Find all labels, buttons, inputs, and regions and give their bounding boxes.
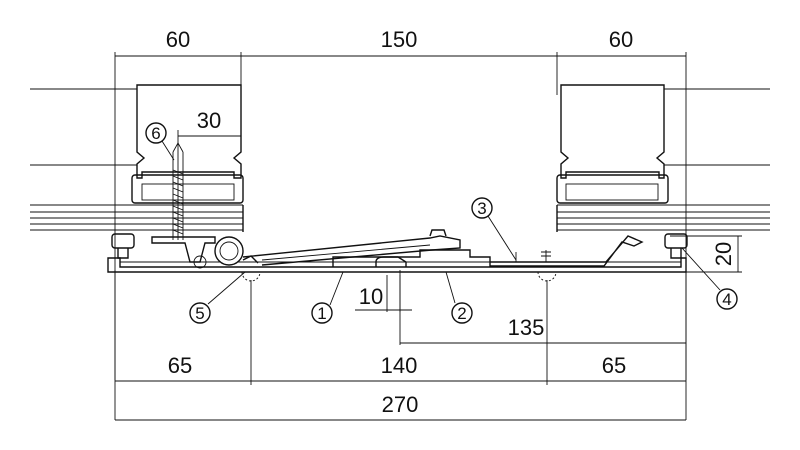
- dim-bottom-right: 65: [602, 353, 626, 378]
- dim-small-gap: 10: [359, 284, 383, 309]
- callout-1: 1: [311, 302, 333, 324]
- floor-slab-left: [30, 88, 244, 232]
- dim-height-right: 20: [711, 242, 736, 266]
- anchor-holes: [241, 271, 557, 282]
- dim-bottom-left: 65: [168, 353, 192, 378]
- seal-clip-right: [664, 233, 688, 259]
- spring-arm: [490, 235, 644, 267]
- dim-bottom-center: 140: [381, 353, 418, 378]
- dim-top-left: 60: [166, 27, 190, 52]
- callout-6-label: 6: [151, 124, 160, 143]
- floor-slab-right: [556, 88, 770, 232]
- callout-2: 2: [451, 302, 473, 324]
- dim-top-center: 150: [381, 27, 418, 52]
- callout-4: 4: [716, 288, 738, 310]
- callout-5-label: 5: [195, 304, 204, 323]
- hinge-bracket: [151, 236, 259, 269]
- callout-5: 5: [189, 302, 211, 324]
- dimension-labels: 60 150 60 30 20 10 135 65 140 65 270: [166, 27, 736, 417]
- callout-6: 6: [145, 122, 167, 144]
- callout-3-label: 3: [477, 199, 486, 218]
- callout-3: 3: [471, 197, 493, 219]
- anchor-bolt: [172, 142, 184, 240]
- callout-1-label: 1: [317, 304, 326, 323]
- dim-overall: 270: [382, 392, 419, 417]
- callout-2-label: 2: [457, 304, 466, 323]
- sliding-cover-plate: [242, 229, 461, 266]
- dimension-lines: [114, 52, 742, 421]
- callout-4-label: 4: [722, 290, 731, 309]
- dim-inner-offset: 30: [197, 108, 221, 133]
- steel-beam-right: [556, 84, 669, 204]
- stopper: [332, 249, 491, 267]
- dim-center-offset: 135: [508, 315, 545, 340]
- dim-top-right: 60: [609, 27, 633, 52]
- leader-lines: [161, 140, 721, 306]
- steel-beam-left: [131, 84, 244, 204]
- seal-clip-left: [111, 233, 135, 259]
